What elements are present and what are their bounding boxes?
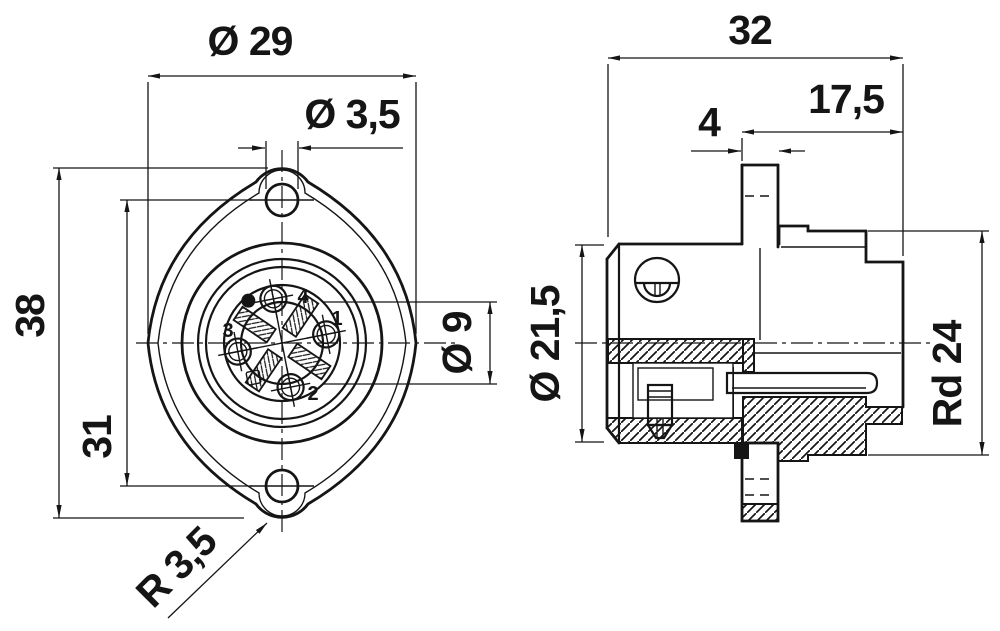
pin-number-3: 3 — [222, 320, 233, 342]
svg-text:17,5: 17,5 — [808, 76, 884, 122]
dimension-mounting-hole: Ø 3,5 — [238, 91, 403, 189]
dimension-total-length: 32 — [607, 7, 904, 256]
section-rear-body — [742, 396, 903, 462]
svg-text:R 3,5: R 3,5 — [127, 518, 225, 616]
flange-stub-bottom — [740, 441, 780, 523]
seal-ring-section — [734, 444, 749, 459]
pin-contact-2 — [270, 367, 311, 407]
dimension-hole-spacing: 31 — [74, 199, 252, 487]
insert-key-bar-se — [287, 342, 332, 381]
keyway-square — [245, 369, 262, 386]
terminal-screw — [646, 383, 674, 440]
pin-contact-3 — [218, 331, 258, 372]
pin-number-1: 1 — [331, 308, 342, 330]
svg-text:Ø 29: Ø 29 — [208, 18, 293, 64]
insert-key-bar-sw — [244, 348, 283, 393]
dimension-insert-diameter: Ø 9 — [322, 301, 497, 385]
svg-text:31: 31 — [74, 415, 120, 459]
orientation-dot — [241, 293, 256, 308]
insert-key-bar-nw — [232, 305, 277, 344]
insert-key-bar-ne — [281, 293, 320, 338]
side-outline — [605, 163, 905, 445]
dimension-thread: Rd 24 — [868, 230, 989, 456]
contact-pocket-outer — [632, 362, 734, 419]
pin-number-2: 2 — [307, 383, 318, 405]
dimension-flange-thickness: 4 — [691, 99, 805, 154]
svg-text:38: 38 — [7, 294, 53, 338]
set-screw-hole — [633, 256, 681, 304]
side-view: 32 17,5 4 Ø 21,5 Rd 24 — [522, 7, 989, 523]
section-flange-sliver — [742, 338, 755, 373]
svg-text:Ø 3,5: Ø 3,5 — [304, 91, 399, 137]
svg-text:Ø 9: Ø 9 — [434, 311, 480, 374]
dimension-rear-length: 17,5 — [741, 76, 903, 161]
svg-text:Rd 24: Rd 24 — [924, 319, 970, 427]
dimension-flange-height: 38 — [7, 167, 268, 519]
svg-text:32: 32 — [728, 7, 772, 53]
solder-pin-contact — [725, 371, 879, 395]
pin-number-4: 4 — [297, 286, 309, 308]
contact-pocket-inner — [637, 367, 714, 401]
svg-text:4: 4 — [698, 99, 721, 145]
dimension-flange-width: Ø 29 — [147, 18, 417, 334]
front-view: 4 1 2 3 Ø 29 Ø 3,5 38 — [7, 18, 497, 619]
pin-contact-1 — [306, 314, 346, 355]
dimension-body-diameter: Ø 21,5 — [522, 244, 604, 443]
section-bottom-wall — [606, 417, 743, 444]
svg-text:Ø 21,5: Ø 21,5 — [522, 285, 568, 402]
pin-contact-4 — [253, 279, 294, 319]
dimension-lobe-radius: R 3,5 — [127, 518, 268, 619]
